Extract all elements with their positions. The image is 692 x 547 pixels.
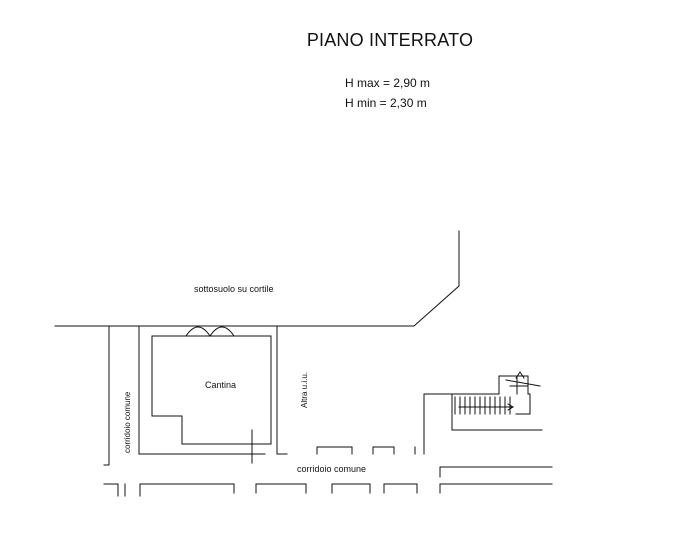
cantina-outline [151, 335, 272, 445]
sottosuolo-label: sottosuolo su cortile [194, 284, 274, 294]
altra-uiu-label: Altra u.i.u. [300, 371, 309, 408]
ventilation-arches [185, 326, 235, 337]
right-wall [276, 325, 288, 455]
left-corridor-wall [103, 325, 110, 466]
stair-landing-lines [505, 375, 541, 395]
drawing-title: PIANO INTERRATO [306, 30, 474, 50]
stair-direction-arrow [458, 403, 514, 411]
corridoio-vertical-label: corridoio comune [123, 391, 132, 453]
height-min-label: H min = 2,30 m [345, 96, 427, 110]
stair-upper-arrow [515, 371, 525, 379]
stair-treads [454, 396, 511, 415]
corridor-upper-segments [316, 446, 416, 455]
height-max-label: H max = 2,90 m [345, 76, 431, 90]
corridoio-horizontal-label: corridoio comune [297, 464, 367, 474]
staircase-outline [423, 375, 531, 455]
door-symbol [242, 429, 266, 464]
upper-boundary-line [54, 230, 460, 327]
cantina-label: Cantina [205, 380, 237, 390]
lower-corridor-right-wall [439, 466, 553, 478]
main-room-walls [138, 325, 249, 455]
lower-corridor-bottom-segments [103, 483, 553, 497]
